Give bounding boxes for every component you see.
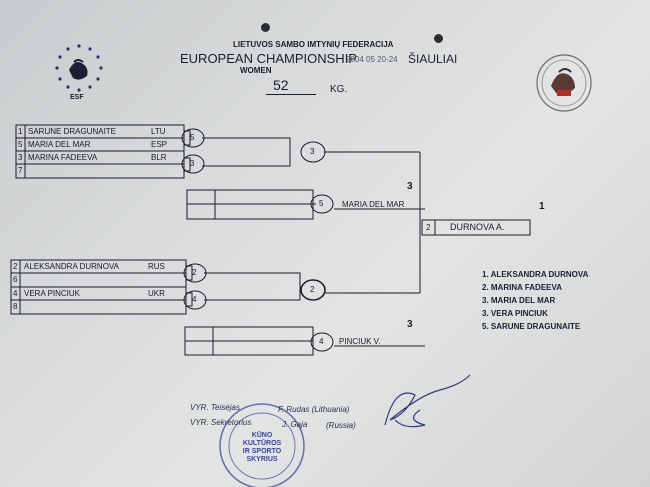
referee-name: F. Rudas (Lithuania) (278, 405, 350, 414)
seed-number: 5 (18, 140, 23, 149)
bout-winner-seed: 2 (192, 268, 197, 277)
competitor-country: UKR (148, 289, 165, 298)
seed-number: 6 (13, 275, 18, 284)
secretary-country: (Russia) (326, 421, 356, 430)
bout-winner-seed: 4 (319, 337, 324, 346)
weight-unit: KG. (330, 84, 348, 95)
bout-winner-seed: 3 (310, 147, 315, 156)
stamp-line: KULTŪROS (242, 440, 282, 447)
wrestlers-emblem-icon (536, 54, 592, 112)
stamp-line: IR SPORTO (242, 448, 282, 455)
competitor-name: MARIA DEL MAR (28, 140, 91, 149)
final-winner-name: DURNOVA A. (450, 222, 505, 232)
bout-winner-seed: 5 (319, 199, 324, 208)
competitor-name: VERA PINCIUK (24, 289, 81, 298)
bout-winner-seed: 2 (310, 285, 315, 294)
weight-value: 52 (273, 77, 289, 93)
federation-title: LIETUVOS SAMBO IMTYNIŲ FEDERACIJA (233, 40, 394, 49)
punch-hole (261, 23, 270, 32)
weight-underline (266, 94, 316, 95)
bout-winner-seed: 5 (190, 133, 195, 142)
event-dates: 2004 05 20-24 (346, 55, 398, 64)
competitor-country: LTU (151, 127, 166, 136)
place-number: 3 (407, 319, 413, 330)
secretary-name: J. Gaja (282, 420, 308, 429)
standing-entry: 3. MARIA DEL MAR (482, 296, 556, 305)
stamp-line: KŪNO (251, 432, 273, 439)
esf-stars-icon (55, 44, 103, 92)
event-city: ŠIAULIAI (408, 52, 458, 66)
federation-emblem (533, 52, 595, 114)
event-title: EUROPEAN CHAMPIONSHIP (180, 51, 357, 66)
seed-number: 4 (13, 289, 18, 298)
seed-number: 2 (13, 262, 18, 271)
standing-entry: 5. SARUNE DRAGUNAITE (482, 322, 581, 331)
competitor-country: ESP (151, 140, 168, 149)
secretary-role: VYR. Sekretorius (190, 418, 252, 427)
stamp-line: SKYRIUS (246, 456, 278, 463)
competitor-country: BLR (151, 153, 167, 162)
category-label: WOMEN (240, 66, 272, 75)
referee-role: VYR. Teisėjas (190, 403, 240, 412)
standing-entry: 2. MARINA FADEEVA (482, 283, 563, 292)
final-winner-seed: 2 (426, 223, 431, 232)
bout-winner-seed: 4 (192, 295, 197, 304)
esf-logo: ESF (44, 40, 114, 104)
seed-number: 8 (13, 302, 18, 311)
final-standings: 1. ALEKSANDRA DURNOVA 2. MARINA FADEEVA … (482, 270, 588, 331)
bout-winner-seed: 3 (190, 159, 195, 168)
competitor-country: RUS (148, 262, 165, 271)
standing-entry: 1. ALEKSANDRA DURNOVA (482, 270, 589, 279)
punch-hole (434, 34, 443, 43)
esf-logo-text: ESF (70, 94, 84, 101)
competitor-name: MARINA FADEEVA (28, 153, 98, 162)
seed-number: 3 (18, 153, 23, 162)
bronze-winner-name: MARIA DEL MAR (342, 200, 405, 209)
competitor-name: ALEKSANDRA DURNOVA (24, 262, 119, 271)
seed-number: 1 (18, 127, 23, 136)
place-number: 1 (539, 201, 545, 212)
standing-entry: 3. VERA PINCIUK (482, 309, 548, 318)
bronze-winner-name: PINCIUK V. (339, 337, 381, 346)
competitor-name: SARUNE DRAGUNAITE (28, 127, 117, 136)
seed-number: 7 (18, 166, 23, 175)
place-number: 3 (407, 181, 413, 192)
official-stamp: KŪNO KULTŪROS IR SPORTO SKYRIUS (222, 432, 302, 464)
